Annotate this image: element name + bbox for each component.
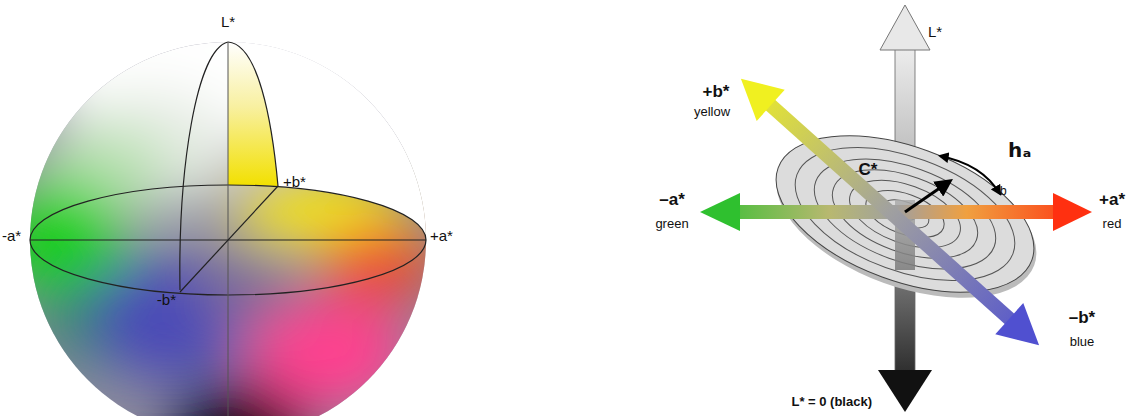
chroma-label: C* xyxy=(859,161,878,180)
lab-axes xyxy=(700,5,1092,412)
b-axis xyxy=(727,63,1053,361)
color-name: yellow xyxy=(694,105,730,119)
chroma-arrow xyxy=(905,181,950,212)
axis-label: +b* xyxy=(703,83,730,102)
axis-label: L* xyxy=(221,14,235,31)
color-name: green xyxy=(655,217,688,231)
axis-label: –a* xyxy=(659,191,685,210)
axis-label: +a* xyxy=(1099,191,1125,210)
axis-label: L* xyxy=(928,24,942,41)
axis-label: +b* xyxy=(283,174,306,191)
hue-end-label: b xyxy=(1000,185,1007,198)
axis-label: L* = 0 (black) xyxy=(791,395,872,409)
color-name: blue xyxy=(1070,335,1095,349)
axis-label: -b* xyxy=(157,292,176,309)
axis-label: +a* xyxy=(430,228,453,245)
axis-label: -a* xyxy=(2,228,21,245)
axis-label: –b* xyxy=(1069,309,1095,328)
hue-angle-label: hₐ xyxy=(1008,139,1031,161)
hue-angle-arc xyxy=(940,156,1000,194)
color-name: red xyxy=(1103,217,1122,231)
color-sphere xyxy=(0,0,440,416)
